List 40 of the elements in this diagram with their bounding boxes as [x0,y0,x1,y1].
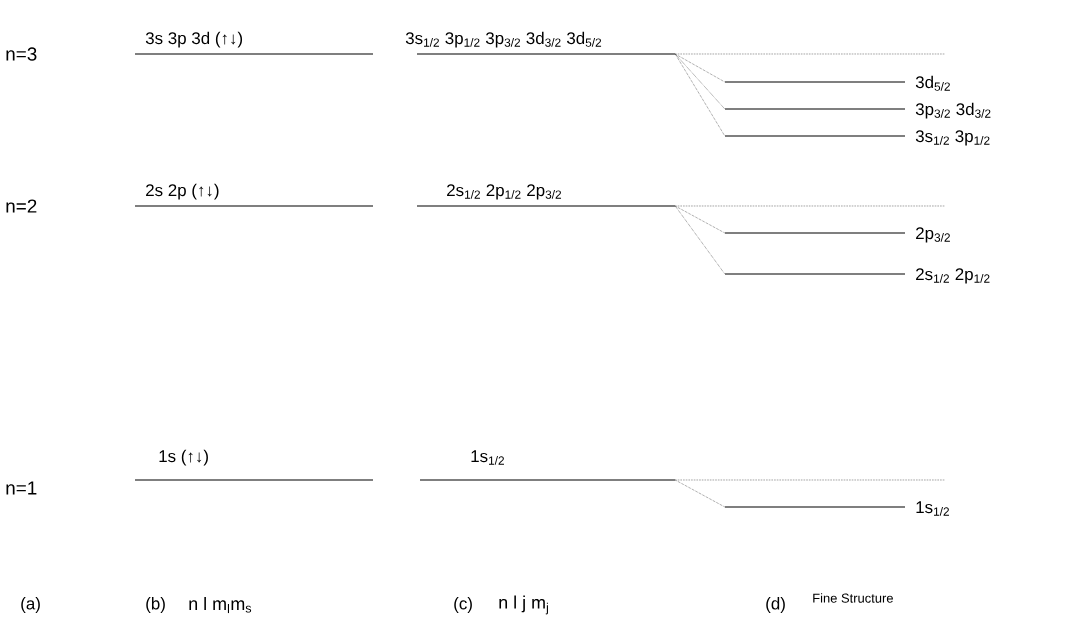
energy-level: 1s (↑↓) [135,449,373,481]
splitting-line [674,53,726,83]
splitting-line [674,205,726,275]
node-label: 2s$_{1/2}$ 2p$_{1/2}$ 2p$_{3/2}$ [447,184,562,200]
node-label: 3d$_{5/2}$ [915,75,950,91]
energy-level: 3s$_{1/2}$ 3p$_{1/2}$ 3p$_{3/2}$ 3d$_{3/2}$ 3d$_{5/2}$ [405,31,675,55]
splitting-line [674,53,726,137]
node-label: 2s 2p (↑↓) [146,183,219,200]
label: (a) [21,597,40,613]
energy-level: 3s 3p 3d (↑↓) [135,31,373,55]
label: n l m$_{l}$m$_{s}$ [189,596,252,614]
node-label: 3s 3p 3d (↑↓) [145,31,243,48]
label: (d) [766,597,785,613]
node-label: 2s$_{1/2}$ 2p$_{1/2}$ [916,268,990,284]
energy-level: 3p$_{3/2}$ 3d$_{3/2}$ [725,102,991,119]
energy-level: 2s 2p (↑↓) [135,183,373,207]
label: (b) [146,597,165,613]
energy-level: 2s$_{1/2}$ 2p$_{1/2}$ [725,268,990,284]
splitting-line [674,53,726,110]
splitting-line [674,479,726,508]
label: Fine Structure [813,593,893,603]
node-label: 3s$_{1/2}$ 3p$_{1/2}$ [915,130,990,146]
node-label: 1s$_{1/2}$ [471,450,504,465]
label: (c) [454,597,472,613]
label: n=2 [6,199,37,213]
energy-level: 2p$_{3/2}$ [725,227,950,243]
splitting-line [674,205,726,234]
node-label: 3s$_{1/2}$ 3p$_{1/2}$ 3p$_{3/2}$ 3d$_{3/2}$ 3d$_{5/2}$ [405,31,602,48]
label: n=1 [6,481,37,495]
node-label: 3p$_{3/2}$ 3d$_{3/2}$ [915,102,991,119]
energy-level: 3s$_{1/2}$ 3p$_{1/2}$ [725,130,990,146]
node-label: 1s (↑↓) [159,449,208,466]
label: n=3 [6,47,37,61]
energy-level: 1s$_{1/2}$ [725,501,949,516]
label: n l j m$_{j}$ [499,595,548,615]
energy-level: 2s$_{1/2}$ 2p$_{1/2}$ 2p$_{3/2}$ [417,184,675,207]
node-label: 1s$_{1/2}$ [916,501,949,516]
node-label: 2p$_{3/2}$ [916,227,950,243]
energy-level: 1s$_{1/2}$ [420,450,675,481]
energy-level: 3d$_{5/2}$ [725,75,950,91]
